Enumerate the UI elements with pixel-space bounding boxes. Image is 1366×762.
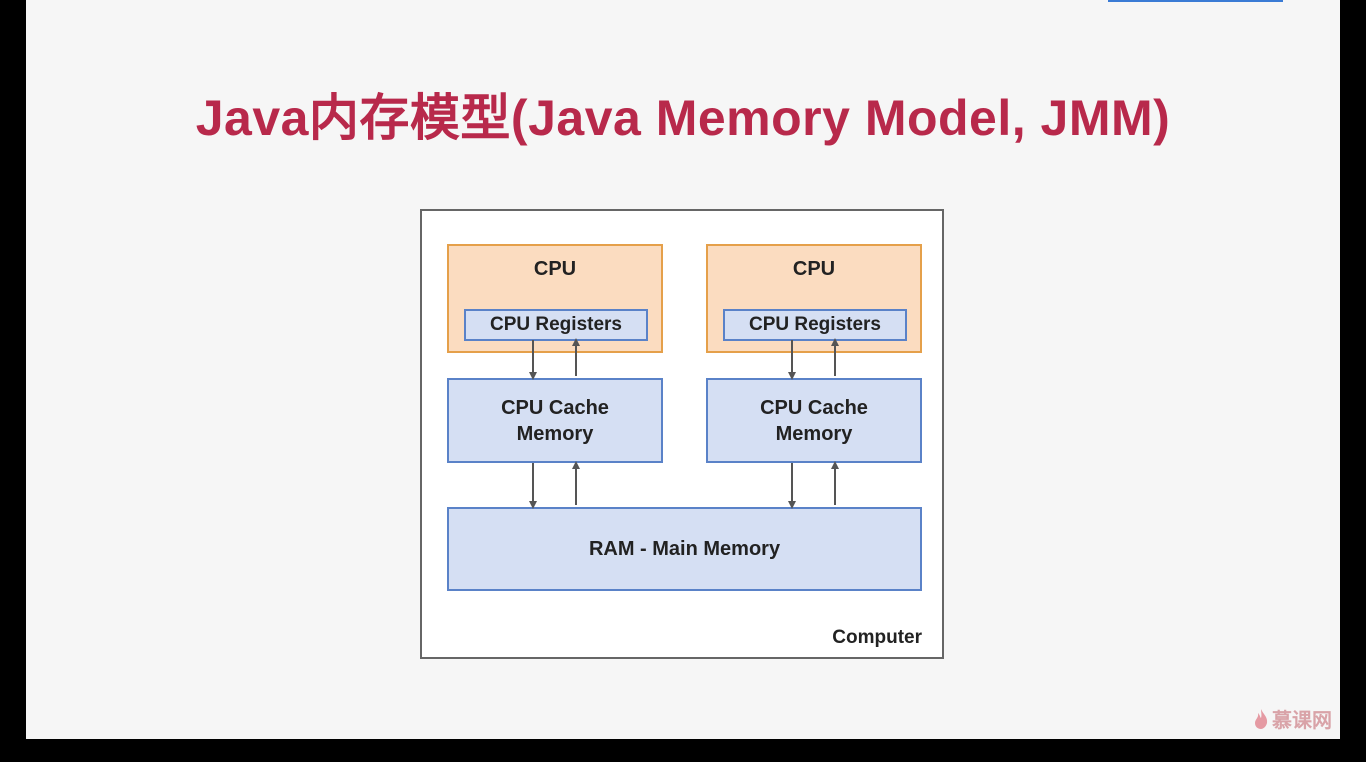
- cache-label-line2-1: Memory: [516, 422, 594, 445]
- cpu-cache-memory-2: CPU Cache Memory: [706, 378, 922, 463]
- flame-icon: [1255, 708, 1268, 729]
- cache-label-line2-2: Memory: [775, 422, 853, 445]
- cpu-cache-memory-1: CPU Cache Memory: [447, 378, 663, 463]
- cpu-label-2: CPU: [792, 258, 836, 280]
- slide: Java内存模型(Java Memory Model, JMM) CPU CPU…: [26, 0, 1340, 739]
- cpu-box-1: CPU CPU Registers: [447, 244, 663, 353]
- cpu-label-1: CPU: [533, 258, 577, 280]
- cache-label-line1-2: CPU Cache: [760, 396, 868, 419]
- ram-main-memory: RAM - Main Memory: [447, 507, 922, 591]
- computer-label: Computer: [832, 627, 922, 648]
- computer-box: CPU CPU Registers CPU CPU Registers CPU …: [420, 209, 944, 659]
- cache-label-line1-1: CPU Cache: [501, 396, 609, 419]
- watermark-text: 慕课网: [1272, 710, 1332, 732]
- top-accent-bar: [1108, 0, 1283, 2]
- cpu-registers-1: CPU Registers: [464, 309, 648, 341]
- slide-title: Java内存模型(Java Memory Model, JMM): [195, 90, 1171, 146]
- cpu-box-2: CPU CPU Registers: [706, 244, 922, 353]
- cpu-registers-2: CPU Registers: [723, 309, 907, 341]
- watermark: 慕课网: [1253, 704, 1332, 733]
